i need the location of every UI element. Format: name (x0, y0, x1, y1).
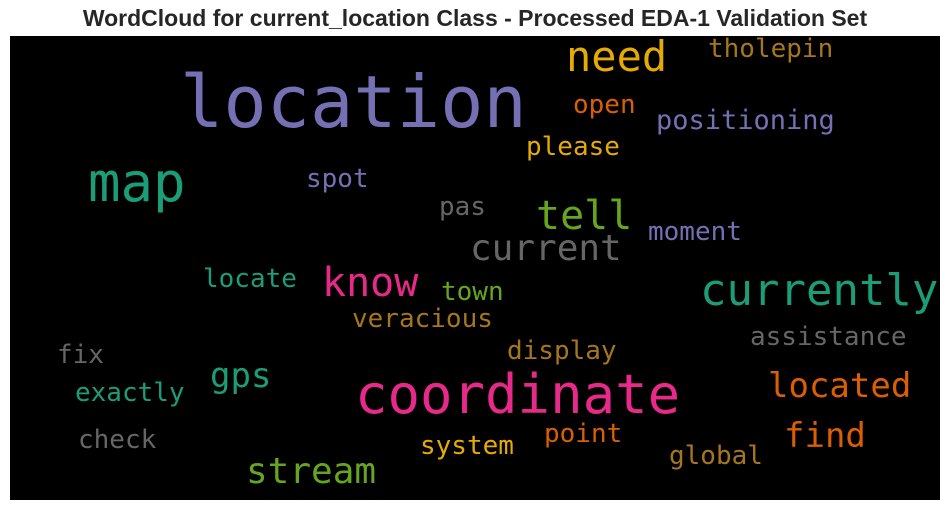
word-locate: locate (203, 264, 297, 294)
word-moment: moment (648, 217, 742, 247)
word-exactly: exactly (75, 378, 185, 408)
word-currently: currently (700, 265, 939, 316)
word-located: located (768, 366, 912, 406)
word-town: town (441, 277, 504, 307)
word-spot: spot (306, 164, 369, 194)
word-tell: tell (536, 193, 633, 239)
chart-title: WordCloud for current_location Class - P… (82, 5, 868, 31)
word-veracious: veracious (352, 304, 493, 334)
word-current: current (470, 228, 622, 269)
word-display: display (507, 336, 617, 366)
word-location: location (180, 60, 527, 144)
word-open: open (573, 90, 636, 120)
word-positioning: positioning (656, 105, 835, 136)
word-point: point (544, 419, 623, 449)
word-global: global (669, 441, 763, 471)
word-assistance: assistance (750, 322, 907, 352)
word-map: map (88, 151, 186, 214)
word-know: know (322, 260, 419, 306)
word-system: system (420, 431, 514, 461)
word-gps: gps (210, 356, 272, 396)
word-stream: stream (246, 451, 377, 492)
word-fix: fix (57, 340, 104, 370)
word-pas: pas (439, 192, 486, 222)
word-check: check (78, 425, 157, 455)
wordcloud-canvas: location coordinate map currently need tell kn… (10, 36, 940, 500)
word-need: need (566, 36, 668, 81)
word-coordinate: coordinate (355, 363, 681, 426)
word-tholepin: tholepin (708, 36, 834, 64)
word-please: please (526, 132, 620, 162)
word-find: find (784, 416, 866, 456)
